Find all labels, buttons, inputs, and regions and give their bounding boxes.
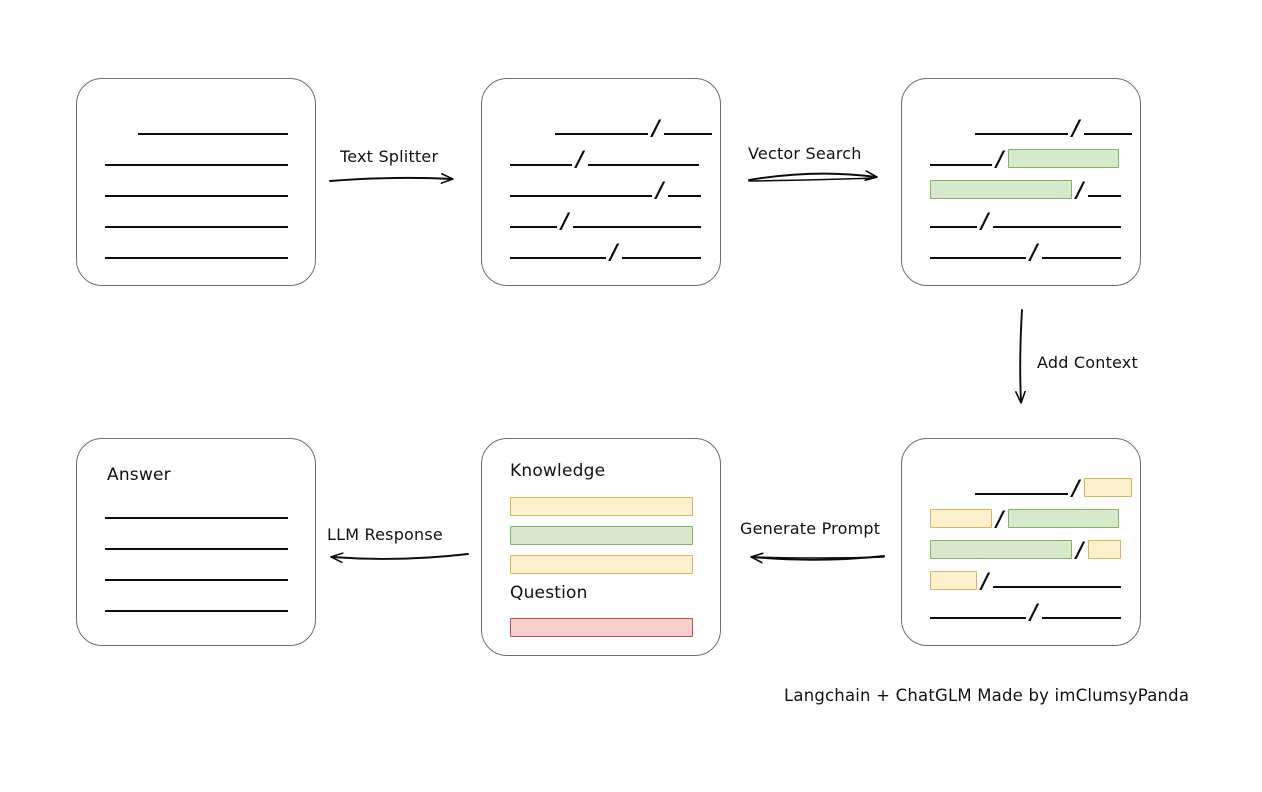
text-segment <box>510 210 557 230</box>
knowledge-label: Knowledge <box>510 461 606 481</box>
slash-separator: / <box>996 147 1004 171</box>
text-line-row <box>138 117 288 137</box>
text-line-row: / <box>510 240 701 264</box>
text-segment <box>993 570 1121 590</box>
text-segment <box>510 148 572 168</box>
text-segment <box>930 210 977 230</box>
text-segment <box>668 179 701 199</box>
text-segment <box>975 117 1068 137</box>
text-line-row: / <box>510 209 701 233</box>
arrow-generate-prompt <box>752 556 885 560</box>
text-segment <box>1084 117 1132 137</box>
text-segment <box>1042 241 1121 261</box>
slash-separator: / <box>981 569 989 593</box>
highlight-segment-yellow <box>930 508 992 528</box>
slash-separator: / <box>1076 538 1084 562</box>
context-added-document-box[interactable]: / / / / / <box>901 438 1141 646</box>
text-line-row: / <box>555 116 712 140</box>
slash-separator: / <box>561 209 569 233</box>
vector-matched-document-box[interactable]: / / / / / <box>901 78 1141 286</box>
answer-text-line <box>105 579 288 581</box>
text-line-row <box>105 148 288 168</box>
text-line-row: / <box>975 476 1132 500</box>
knowledge-bar-green <box>510 526 693 545</box>
text-line-row: / <box>930 178 1121 202</box>
text-segment <box>510 241 606 261</box>
text-line-row: / <box>930 240 1121 264</box>
footer-caption: Langchain + ChatGLM Made by imClumsyPand… <box>784 686 1190 705</box>
text-segment <box>664 117 712 137</box>
text-segment <box>105 179 288 199</box>
text-segment <box>510 179 652 199</box>
text-segment <box>622 241 701 261</box>
slash-separator: / <box>1072 116 1080 140</box>
text-line-row: / <box>930 538 1121 562</box>
highlight-segment-yellow <box>1084 477 1132 497</box>
slash-separator: / <box>610 240 618 264</box>
slash-separator: / <box>1072 476 1080 500</box>
text-segment <box>975 477 1068 497</box>
text-line-row: / <box>510 178 701 202</box>
arrow-text-splitter <box>329 178 452 181</box>
text-segment <box>1088 179 1121 199</box>
question-bar-red <box>510 618 693 637</box>
split-document-box[interactable]: / / / / / <box>481 78 721 286</box>
arrow-llm-response <box>332 554 469 559</box>
text-segment <box>1042 601 1121 621</box>
text-line-row: / <box>930 209 1121 233</box>
arrow-label-add-context: Add Context <box>1037 353 1138 372</box>
text-line-row: / <box>930 507 1119 531</box>
slash-separator: / <box>1030 240 1038 264</box>
source-document-box[interactable] <box>76 78 316 286</box>
arrow-vector-search <box>748 174 876 182</box>
arrow-add-context <box>1020 309 1022 402</box>
text-segment <box>573 210 701 230</box>
highlight-segment-green <box>930 539 1072 559</box>
text-segment <box>555 117 648 137</box>
prompt-box[interactable]: Knowledge Question <box>481 438 721 656</box>
highlight-segment-yellow <box>1088 539 1121 559</box>
text-segment <box>105 241 288 261</box>
slash-separator: / <box>656 178 664 202</box>
answer-text-line <box>105 610 288 612</box>
text-segment <box>930 148 992 168</box>
answer-text-line <box>105 548 288 550</box>
text-line-row <box>105 210 288 230</box>
text-line-row <box>105 241 288 261</box>
text-line-row: / <box>510 147 699 171</box>
arrow-label-text-splitter: Text Splitter <box>340 147 439 166</box>
slash-separator: / <box>1030 600 1038 624</box>
arrow-label-llm-response: LLM Response <box>327 525 443 544</box>
highlight-segment-green <box>1008 508 1119 528</box>
slash-separator: / <box>652 116 660 140</box>
slash-separator: / <box>1076 178 1084 202</box>
text-line-row: / <box>930 147 1119 171</box>
text-segment <box>930 601 1026 621</box>
text-segment <box>105 210 288 230</box>
question-label: Question <box>510 583 588 603</box>
text-line-row: / <box>975 116 1132 140</box>
highlight-segment-green <box>930 179 1072 199</box>
arrow-label-generate-prompt: Generate Prompt <box>740 519 881 538</box>
answer-title: Answer <box>107 465 171 485</box>
slash-separator: / <box>996 507 1004 531</box>
highlight-segment-yellow <box>930 570 977 590</box>
answer-text-line <box>105 517 288 519</box>
knowledge-bar-yellow <box>510 497 693 516</box>
text-segment <box>993 210 1121 230</box>
knowledge-bar-yellow <box>510 555 693 574</box>
slash-separator: / <box>576 147 584 171</box>
text-segment <box>138 117 288 137</box>
text-line-row <box>105 179 288 199</box>
text-line-row: / <box>930 569 1121 593</box>
arrow-label-vector-search: Vector Search <box>748 144 862 163</box>
slash-separator: / <box>981 209 989 233</box>
text-line-row: / <box>930 600 1121 624</box>
text-segment <box>588 148 699 168</box>
highlight-segment-green <box>1008 148 1119 168</box>
text-segment <box>105 148 288 168</box>
answer-box[interactable]: Answer <box>76 438 316 646</box>
text-segment <box>930 241 1026 261</box>
